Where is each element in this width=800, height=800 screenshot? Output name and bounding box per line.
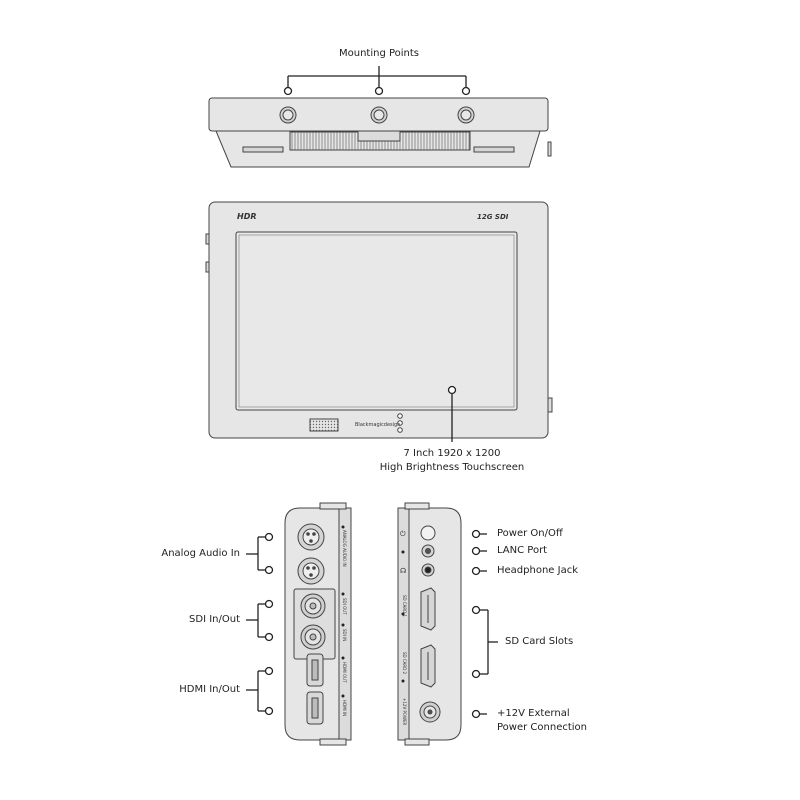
- headphone-icon: ☊: [400, 567, 406, 575]
- power-icon: ⏻: [400, 530, 406, 538]
- sdi-badge: 12G SDI: [477, 213, 509, 221]
- left-port-labels: ANALOG AUDIO IN SDI OUT SDI IN HDMI OUT …: [341, 525, 347, 716]
- right-port-labels: ⏻ ☊ SD CARD 1 SD CARD 2 +12V POWER: [400, 530, 407, 725]
- sd-card-slot-1: [420, 587, 436, 631]
- speaker-grille: [309, 418, 339, 432]
- sdi-out-port-label: SDI OUT: [342, 598, 347, 615]
- sd-card-2-port-label: SD CARD 2: [402, 652, 407, 675]
- touchscreen: [235, 231, 518, 411]
- mounting-points-callout: [283, 66, 471, 96]
- lanc-port: [421, 544, 435, 558]
- xlr-input-1: [297, 523, 325, 551]
- touchscreen-label-line1: 7 Inch 1920 x 1200: [403, 448, 501, 459]
- sdi-out-connector: [300, 593, 326, 619]
- audio-port-label: ANALOG AUDIO IN: [342, 530, 347, 567]
- headphone-jack: [421, 563, 435, 577]
- sd-card-1-port-label: SD CARD 1: [402, 595, 407, 618]
- right-side-view: [397, 502, 462, 746]
- power-connection-label-line2: Power Connection: [497, 722, 587, 733]
- sdi-in-out-label: SDI In/Out: [189, 614, 240, 625]
- power-on-off-label: Power On/Off: [497, 528, 563, 539]
- hdr-badge: HDR: [237, 212, 257, 221]
- hdmi-in-port-label: HDMI IN: [342, 700, 347, 716]
- brand-logo: Blackmagicdesign: [355, 422, 400, 428]
- front-view: [205, 201, 553, 439]
- left-side-view: [284, 502, 352, 746]
- power-connection-label-line1: +12V External: [497, 708, 570, 719]
- sd-card-slots-label: SD Card Slots: [505, 636, 574, 647]
- power-button: [420, 525, 436, 541]
- xlr-input-2: [297, 557, 325, 585]
- touchscreen-callout: [447, 385, 457, 442]
- sdi-in-port-label: SDI IN: [342, 629, 347, 641]
- headphone-jack-label: Headphone Jack: [497, 565, 578, 576]
- hdmi-in-out-label: HDMI In/Out: [179, 684, 240, 695]
- sdi-in-connector: [300, 624, 326, 650]
- sd-card-slot-2: [420, 644, 436, 688]
- analog-audio-in-label: Analog Audio In: [161, 548, 240, 559]
- hdmi-out-port-label: HDMI OUT: [342, 662, 347, 683]
- power-connector: [419, 701, 441, 723]
- mounting-points-label: Mounting Points: [338, 48, 420, 59]
- top-view: [208, 97, 552, 168]
- hdmi-in-port: [306, 691, 324, 725]
- right-callouts: [471, 529, 498, 719]
- hdmi-out-port: [306, 653, 324, 687]
- lanc-port-label: LANC Port: [497, 545, 548, 556]
- left-callouts: [246, 532, 274, 716]
- touchscreen-label-line2: High Brightness Touchscreen: [379, 462, 525, 473]
- power-port-label: +12V POWER: [402, 698, 407, 725]
